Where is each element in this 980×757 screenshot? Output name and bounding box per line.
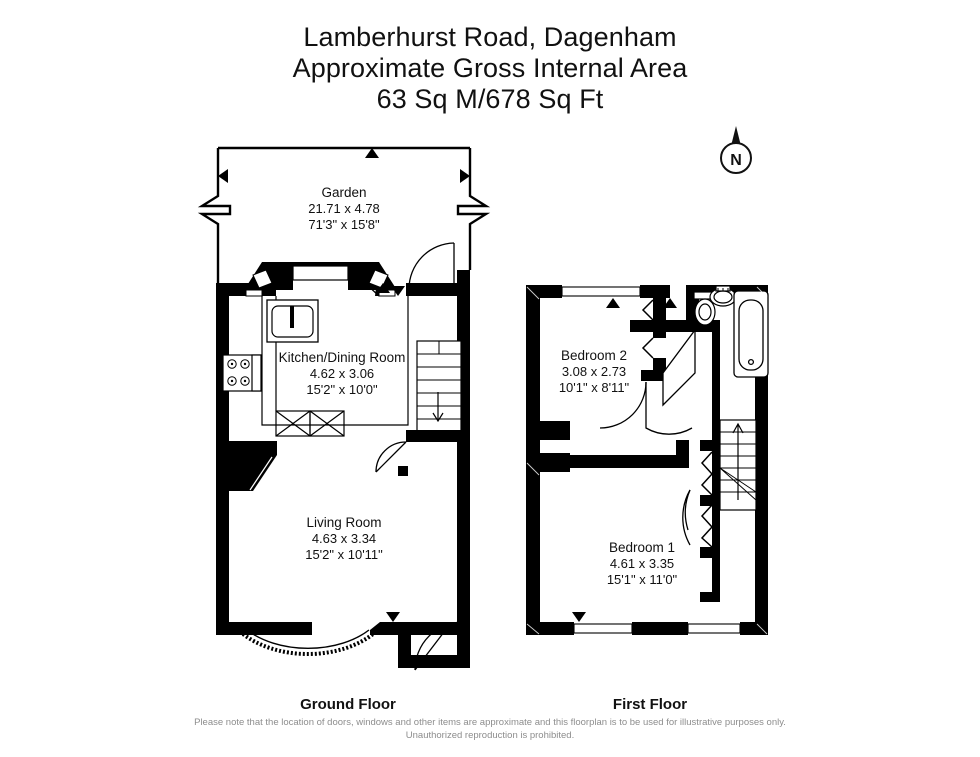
first-window-markers xyxy=(526,298,768,622)
bathroom-door xyxy=(662,328,696,407)
bathtub-icon xyxy=(733,290,769,378)
stairs-down-icon xyxy=(416,340,462,436)
wall-hatching xyxy=(526,286,768,635)
front-entrance-door xyxy=(408,621,464,671)
living-window-markers xyxy=(216,541,470,622)
title-area-value: 63 Sq M/678 Sq Ft xyxy=(376,84,604,114)
kitchen-metric: 4.62 x 3.06 xyxy=(310,366,374,381)
living-imperial: 15'2" x 10'11" xyxy=(305,547,383,562)
bedroom1-imperial: 15'1" x 11'0" xyxy=(607,572,678,587)
first-floor-label: First Floor xyxy=(612,696,688,713)
bedroom1-door xyxy=(682,489,691,546)
garden-label: Garden 21.71 x 4.78 71'3" x 15'8" xyxy=(308,185,380,232)
garden-window-markers xyxy=(218,148,470,183)
compass-north-icon: N xyxy=(720,126,752,174)
kitchen-rear-bay xyxy=(245,262,396,297)
page-title: Lamberhurst Road, Dagenham Approximate G… xyxy=(0,22,980,115)
bedroom2-label: Bedroom 2 3.08 x 2.73 10'1" x 8'11" xyxy=(559,348,630,395)
fireplace xyxy=(229,447,277,491)
bedroom2-imperial: 10'1" x 8'11" xyxy=(559,380,630,395)
bedroom1-closets xyxy=(700,451,714,548)
ground-rear-window-markers xyxy=(216,283,470,312)
kitchen-label: Kitchen/Dining Room 4.62 x 3.06 15'2" x … xyxy=(279,350,406,397)
kitchen-imperial: 15'2" x 10'0" xyxy=(306,382,378,397)
first-floor-plan: Bedroom 2 3.08 x 2.73 10'1" x 8'11" Bedr… xyxy=(526,285,769,635)
living-room-rear-wall xyxy=(216,441,277,452)
kitchen-name: Kitchen/Dining Room xyxy=(279,350,406,365)
garden-outline xyxy=(197,146,491,288)
kitchen-storage-units xyxy=(275,410,345,437)
ground-floor-plan: Garden 21.71 x 4.78 71'3" x 15'8" Kitche… xyxy=(197,146,491,671)
ground-floor-label: Ground Floor xyxy=(300,696,396,713)
ground-rear-door xyxy=(408,242,455,290)
garden-imperial: 71'3" x 15'8" xyxy=(308,217,380,232)
title-address: Lamberhurst Road, Dagenham xyxy=(303,22,677,52)
cooker-hob-icon xyxy=(222,354,262,392)
kitchen-sink-icon xyxy=(266,299,319,343)
title-area-caption: Approximate Gross Internal Area xyxy=(292,53,688,83)
bedroom2-closets xyxy=(641,299,654,359)
disclaimer: Please note that the location of doors, … xyxy=(190,716,790,742)
front-bay-window xyxy=(216,622,380,657)
stair-landing-wall xyxy=(406,430,470,442)
landing-door-bedroom2 xyxy=(599,381,693,435)
bedroom2-name: Bedroom 2 xyxy=(561,348,627,363)
compass-label: N xyxy=(730,152,742,169)
compass-ring xyxy=(720,142,752,174)
disclaimer-line-2: purposes only. Unauthorized reproduction… xyxy=(405,717,786,741)
understairs-door xyxy=(375,441,408,476)
living-metric: 4.63 x 3.34 xyxy=(312,531,376,546)
disclaimer-line-1: Please note that the location of doors, … xyxy=(194,717,723,728)
toilet-icon xyxy=(693,291,717,326)
bedroom2-metric: 3.08 x 2.73 xyxy=(562,364,626,379)
garden-metric: 21.71 x 4.78 xyxy=(308,201,380,216)
bedroom1-label: Bedroom 1 4.61 x 3.35 15'1" x 11'0" xyxy=(607,540,678,587)
bedroom1-metric: 4.61 x 3.35 xyxy=(610,556,674,571)
garden-name: Garden xyxy=(321,185,366,200)
stairs-up-icon xyxy=(719,419,757,511)
living-room-label: Living Room 4.63 x 3.34 15'2" x 10'11" xyxy=(305,515,383,562)
first-walls xyxy=(526,285,768,635)
living-name: Living Room xyxy=(306,515,381,530)
bedroom1-name: Bedroom 1 xyxy=(609,540,675,555)
first-floor-windows xyxy=(561,286,741,634)
